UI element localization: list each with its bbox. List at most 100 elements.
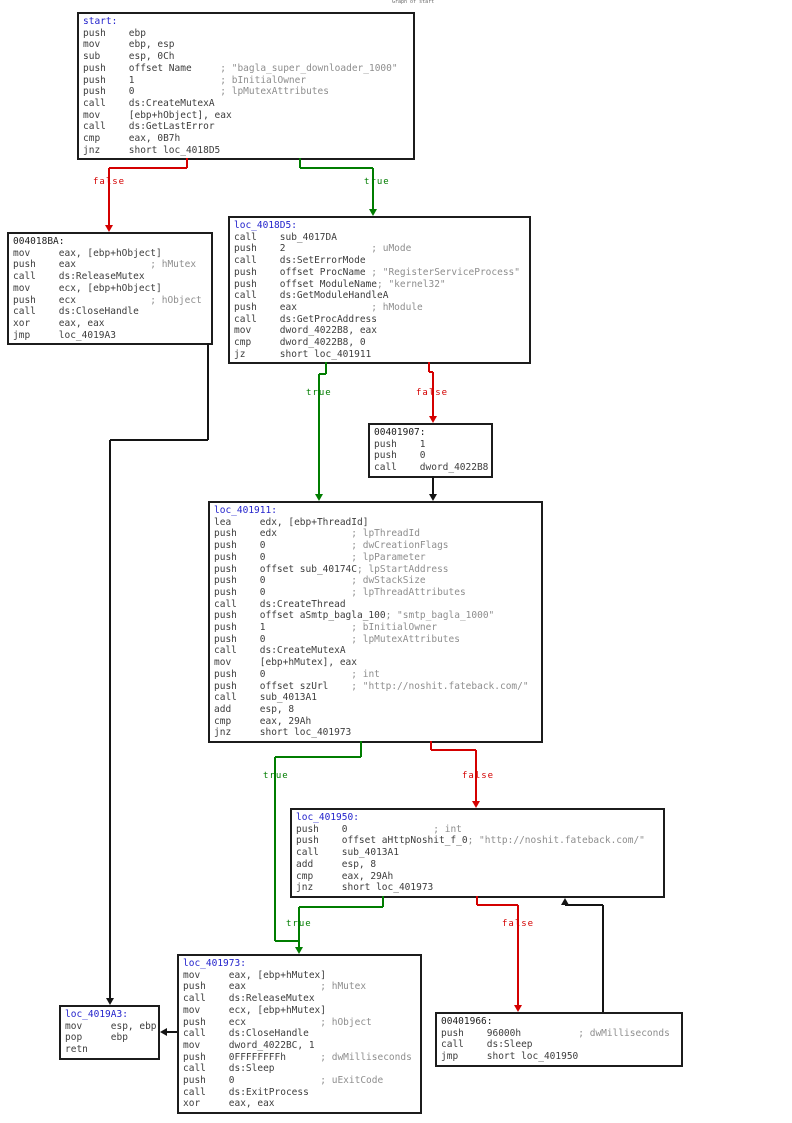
asm-line: jmp loc_4019A3 xyxy=(13,329,116,341)
asm-line: push offset sub_40174C; lpStartAddress xyxy=(214,563,449,575)
asm-line: jnz short loc_401973 xyxy=(296,882,434,894)
asm-line: retn xyxy=(65,1044,88,1056)
block-label-4019A3: loc_4019A3: xyxy=(65,1009,128,1020)
asm-line: mov dword_4022B8, eax xyxy=(234,325,377,337)
asm-line: push offset Name ; "bagla_super_download… xyxy=(83,62,398,74)
asm-line: jnz short loc_4018D5 xyxy=(83,144,221,156)
asm-line: call ds:GetLastError xyxy=(83,121,215,133)
basic-block-4018BA[interactable]: 004018BA:mov eax, [ebp+hObject]push eax … xyxy=(7,232,213,346)
edge-start-to-4018D5 xyxy=(300,167,373,169)
arrowhead-start-to-4018D5 xyxy=(369,209,377,216)
asm-line: mov ecx, [ebp+hMutex] xyxy=(183,1004,326,1016)
edge-4018D5-to-401911 xyxy=(325,362,327,374)
asm-line: cmp dword_4022B8, 0 xyxy=(234,337,366,349)
edge-401950-to-401973 xyxy=(299,906,383,908)
edge-401911-to-401950 xyxy=(431,749,476,751)
edge-401911-to-401973 xyxy=(360,741,362,757)
asm-line: push offset ModuleName; "kernel32" xyxy=(234,278,446,290)
edge-4018D5-to-401911 xyxy=(319,373,326,375)
asm-line: call ds:CloseHandle xyxy=(183,1028,309,1040)
asm-line: pop ebp xyxy=(65,1032,128,1044)
asm-line: mov eax, [ebp+hMutex] xyxy=(183,969,326,981)
edge-label-401950-to-401966: false xyxy=(502,919,535,929)
edge-start-to-4018BA xyxy=(186,158,188,168)
asm-line: call ds:ReleaseMutex xyxy=(183,993,315,1005)
asm-line: mov esp, ebp xyxy=(65,1020,157,1032)
asm-line: push eax ; hMutex xyxy=(183,981,367,993)
edge-401966-to-401950 xyxy=(602,905,604,1012)
asm-line: push 0 ; dwStackSize xyxy=(214,575,426,587)
asm-line: mov ebp, esp xyxy=(83,39,175,51)
edge-4018D5-to-401911 xyxy=(318,374,320,496)
block-label-401911: loc_401911: xyxy=(214,505,277,516)
asm-line: call ds:Sleep xyxy=(183,1063,275,1075)
asm-line: sub esp, 0Ch xyxy=(83,51,175,63)
asm-line: add esp, 8 xyxy=(296,858,377,870)
edge-label-4018D5-to-401911: true xyxy=(306,388,332,398)
edge-start-to-4018BA xyxy=(108,168,110,226)
asm-line: mov [ebp+hMutex], eax xyxy=(214,657,357,669)
asm-line: push 0 ; int xyxy=(214,668,380,680)
edge-label-start-to-4018D5: true xyxy=(364,177,390,187)
asm-line: push offset aSmtp_bagla_100; "smtp_bagla… xyxy=(214,610,495,622)
edge-start-to-4018BA xyxy=(109,167,187,169)
asm-line: xor eax, eax xyxy=(13,317,105,329)
arrowhead-401911-to-401950 xyxy=(472,801,480,808)
asm-line: push offset aHttpNoshit_f_0; "http://nos… xyxy=(296,835,645,847)
edge-label-401911-to-401973: true xyxy=(263,771,289,781)
arrowhead-4018BA-to-4019A3 xyxy=(106,998,114,1005)
asm-line: push 0 ; dwCreationFlags xyxy=(214,540,449,552)
edge-4018BA-to-4019A3 xyxy=(110,439,208,441)
asm-line: call ds:CreateMutexA xyxy=(83,97,215,109)
block-label-401950: loc_401950: xyxy=(296,812,359,823)
asm-line: push ecx ; hObject xyxy=(13,294,202,306)
asm-line: push ebp xyxy=(83,27,146,39)
asm-line: call ds:Sleep xyxy=(441,1039,533,1051)
edge-4018D5-to-401907 xyxy=(429,371,433,373)
block-label-start: start: xyxy=(83,16,118,27)
arrowhead-start-to-4018BA xyxy=(105,225,113,232)
block-label-401966: 00401966: xyxy=(441,1016,493,1027)
edge-label-start-to-4018BA: false xyxy=(93,177,126,187)
edge-start-to-4018D5 xyxy=(299,158,301,168)
asm-line: mov eax, [ebp+hObject] xyxy=(13,247,162,259)
edge-401911-to-401973 xyxy=(275,756,361,758)
basic-block-401911[interactable]: loc_401911:lea edx, [ebp+ThreadId]push e… xyxy=(208,501,543,744)
edge-start-to-4018D5 xyxy=(372,168,374,211)
asm-line: add esp, 8 xyxy=(214,703,295,715)
asm-line: jz short loc_401911 xyxy=(234,348,372,360)
arrowhead-401907-to-401911 xyxy=(429,494,437,501)
graph-title: Graph of start xyxy=(392,0,435,5)
edge-401950-to-401966 xyxy=(517,905,519,1006)
asm-line: push 1 xyxy=(374,438,426,450)
asm-line: mov [ebp+hObject], eax xyxy=(83,109,232,121)
arrowhead-4018D5-to-401907 xyxy=(429,416,437,423)
basic-block-401973[interactable]: loc_401973:mov eax, [ebp+hMutex]push eax… xyxy=(177,954,422,1115)
asm-line: push offset szUrl ; "http://noshit.fateb… xyxy=(214,680,529,692)
asm-line: call ds:ExitProcess xyxy=(183,1086,309,1098)
edge-401911-to-401973 xyxy=(274,757,276,941)
asm-line: push edx ; lpThreadId xyxy=(214,528,420,540)
edge-401973-to-4019A3 xyxy=(166,1031,177,1033)
asm-line: call ds:GetProcAddress xyxy=(234,313,377,325)
asm-line: call ds:GetModuleHandleA xyxy=(234,290,389,302)
edge-401950-to-401966 xyxy=(477,904,518,906)
edge-4018D5-to-401907 xyxy=(428,362,430,372)
edge-label-401911-to-401950: false xyxy=(462,771,495,781)
asm-line: lea edx, [ebp+ThreadId] xyxy=(214,516,369,528)
block-label-4018D5: loc_4018D5: xyxy=(234,220,297,231)
asm-line: push ecx ; hObject xyxy=(183,1016,372,1028)
asm-line: push eax ; hMutex xyxy=(13,259,197,271)
asm-line: jmp short loc_401950 xyxy=(441,1051,579,1063)
edge-401950-to-401966 xyxy=(476,896,478,905)
edge-401911-to-401950 xyxy=(430,741,432,750)
edge-label-401950-to-401973: true xyxy=(286,919,312,929)
arrowhead-401973-to-4019A3 xyxy=(160,1028,167,1036)
